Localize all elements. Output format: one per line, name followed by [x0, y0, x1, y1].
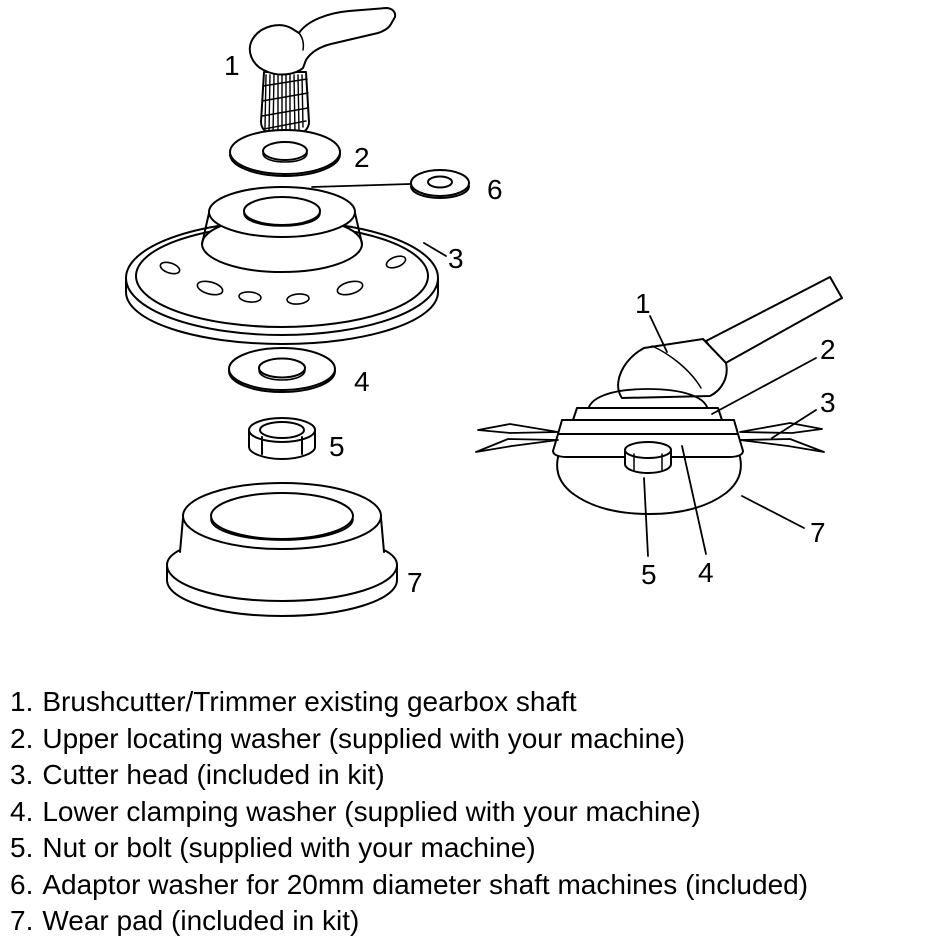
parts-legend: 1. Brushcutter/Trimmer existing gearbox … [10, 684, 942, 940]
part-wear-pad-exploded [166, 482, 398, 617]
callout-assembled-1: 1 [635, 288, 651, 319]
callout-assembled-7: 7 [810, 517, 826, 548]
callout-exploded-2: 2 [354, 142, 370, 173]
callout-exploded-1: 1 [224, 50, 240, 81]
callout-exploded-5: 5 [329, 431, 345, 462]
part-wear-pad-assembled [556, 449, 742, 515]
callout-assembled-5: 5 [641, 559, 657, 590]
legend-label: Upper locating washer (supplied with you… [42, 722, 686, 754]
legend-number: 7. [10, 905, 34, 936]
dome-arc [587, 388, 709, 413]
legend-label: Adaptor washer for 20mm diameter shaft m… [42, 868, 809, 900]
callout-assembled-4: 4 [698, 557, 714, 588]
part-lower-washer-exploded [228, 347, 336, 393]
part-adaptor-washer [311, 169, 470, 199]
part-upper-washer-assembled [557, 407, 739, 435]
legend-label: Wear pad (included in kit) [42, 905, 360, 936]
legend-label: Brushcutter/Trimmer existing gearbox sha… [42, 686, 577, 717]
legend-label: Lower clamping washer (supplied with you… [42, 795, 701, 827]
callout-assembled-2: 2 [820, 334, 836, 365]
assembled-leader-lines [643, 315, 817, 557]
exploded-view: 1 2 6 3 4 5 7 [125, 7, 503, 617]
assembled-view: 1 2 3 7 5 4 [475, 276, 843, 590]
legend-item-2: 2. Upper locating washer (supplied with … [10, 721, 942, 758]
legend-item-7: 7. Wear pad (included in kit) [10, 903, 942, 940]
legend-item-4: 4. Lower clamping washer (supplied with … [10, 794, 942, 831]
legend-item-6: 6. Adaptor washer for 20mm diameter shaf… [10, 867, 942, 904]
part-nut-exploded [248, 417, 316, 460]
legend-number: 1. [10, 686, 34, 717]
part-nut-assembled [624, 441, 672, 474]
legend-label: Nut or bolt (supplied with your machine) [42, 832, 536, 863]
legend-number: 2. [10, 722, 34, 754]
diagram-figure: 1 2 6 3 4 5 7 [125, 7, 843, 617]
part-gearbox-shaft-exploded [248, 7, 397, 138]
legend-number: 5. [10, 832, 34, 863]
callout-exploded-4: 4 [354, 366, 370, 397]
callout-assembled-3: 3 [820, 387, 836, 418]
legend-item-3: 3. Cutter head (included in kit) [10, 757, 942, 794]
legend-item-5: 5. Nut or bolt (supplied with your machi… [10, 830, 942, 867]
callout-exploded-6: 6 [487, 174, 503, 205]
legend-label: Cutter head (included in kit) [42, 759, 385, 790]
legend-number: 6. [10, 868, 34, 900]
legend-item-1: 1. Brushcutter/Trimmer existing gearbox … [10, 684, 942, 721]
part-cutter-head-exploded [125, 186, 447, 345]
part-elbow-housing [617, 338, 728, 399]
callout-exploded-3: 3 [448, 243, 464, 274]
part-upper-washer-exploded [229, 129, 341, 177]
legend-number: 4. [10, 795, 34, 827]
legend-number: 3. [10, 759, 34, 790]
callout-exploded-7: 7 [407, 567, 423, 598]
